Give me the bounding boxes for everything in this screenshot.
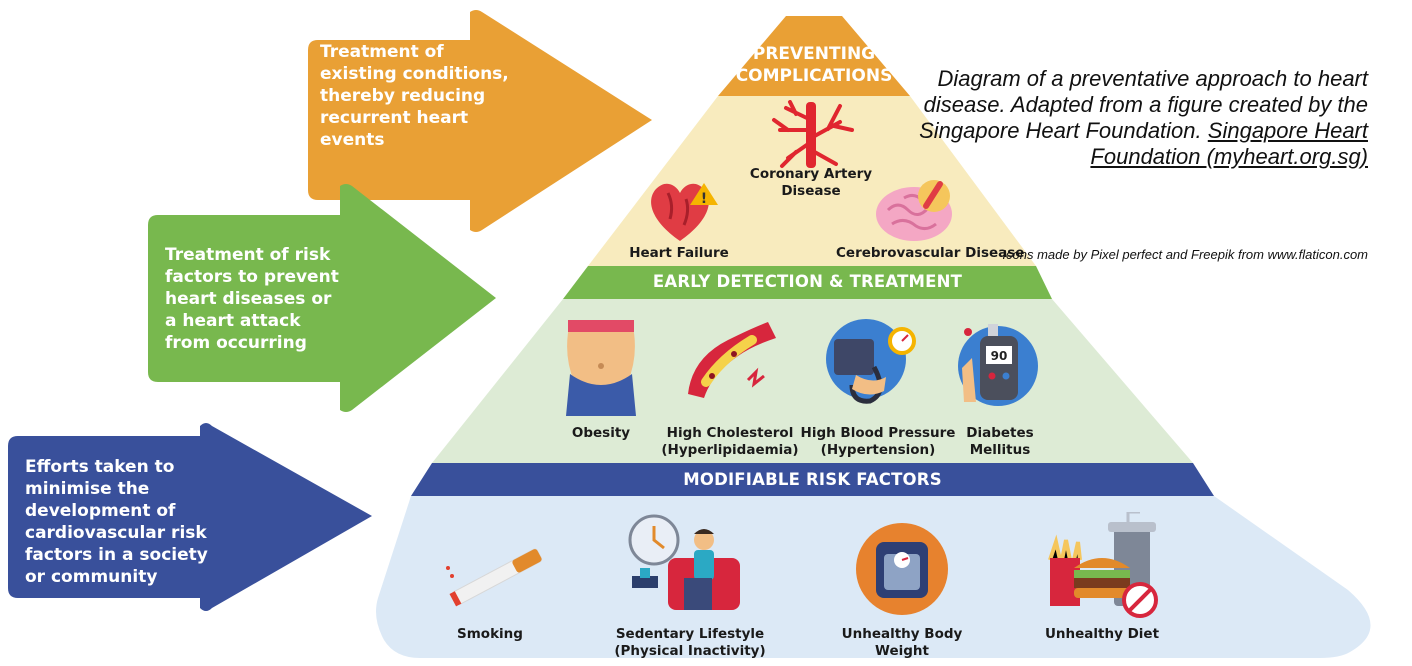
obesity-label: Obesity: [571, 425, 631, 441]
coronary-artery-icon: [772, 100, 854, 168]
cigarette-icon: [446, 548, 543, 607]
brain-icon: [876, 180, 952, 241]
svg-text:90: 90: [991, 349, 1008, 363]
fast-food-icon: [1048, 512, 1158, 618]
smoking-label: Smoking: [457, 626, 523, 642]
caption-text: Diagram of a preventative approach to he…: [919, 66, 1368, 143]
arrow-secondary: [148, 184, 496, 412]
cholesterol-label: High Cholesterol (Hyperlipidaemia): [661, 425, 799, 458]
sedentary-icon: [628, 514, 740, 610]
unhealthy-diet-label: Unhealthy Diet: [1044, 626, 1160, 642]
caption-link[interactable]: Singapore Heart Foundation (myheart.org.…: [1090, 118, 1368, 169]
glucose-meter-icon: 90: [958, 324, 1038, 406]
pyramid-navy-band: [411, 463, 1214, 496]
diabetes-label: Diabetes Mellitus: [966, 425, 1034, 458]
obesity-icon: [566, 320, 636, 416]
heart-failure-icon: !: [651, 183, 718, 241]
icon-credit: Icons made by Pixel perfect and Freepik …: [1002, 247, 1368, 262]
pyramid-green-band: [563, 266, 1052, 299]
artery-plaque-icon: [688, 322, 776, 398]
arrow-tertiary: [308, 10, 652, 232]
cerebrovascular-label: Cerebrovascular Disease: [836, 245, 1025, 261]
blood-pressure-label: High Blood Pressure (Hypertension): [800, 425, 956, 458]
top-tier-title: PREVENTING COMPLICATIONS: [735, 44, 893, 86]
sedentary-label: Sedentary Lifestyle (Physical Inactivity…: [614, 626, 766, 659]
body-weight-label: Unhealthy Body Weight: [841, 626, 963, 659]
scale-icon: [856, 523, 948, 615]
pyramid-top-cap: [718, 16, 910, 96]
coronary-artery-label: Coronary Artery Disease: [749, 166, 873, 199]
blood-pressure-icon: [826, 319, 916, 404]
arrow-secondary-text: Treatment of risk factors to prevent hea…: [165, 245, 339, 353]
arrow-primary-text: Efforts taken to minimise the developmen…: [25, 457, 208, 587]
heart-failure-label: Heart Failure: [629, 245, 729, 261]
diagram-caption: Diagram of a preventative approach to he…: [898, 66, 1368, 170]
arrow-primary: [8, 423, 372, 611]
middle-band-title: EARLY DETECTION & TREATMENT: [652, 272, 963, 291]
bottom-band-title: MODIFIABLE RISK FACTORS: [683, 470, 942, 489]
svg-text:!: !: [701, 191, 707, 207]
arrow-tertiary-text: Treatment of existing conditions, thereb…: [320, 42, 509, 150]
